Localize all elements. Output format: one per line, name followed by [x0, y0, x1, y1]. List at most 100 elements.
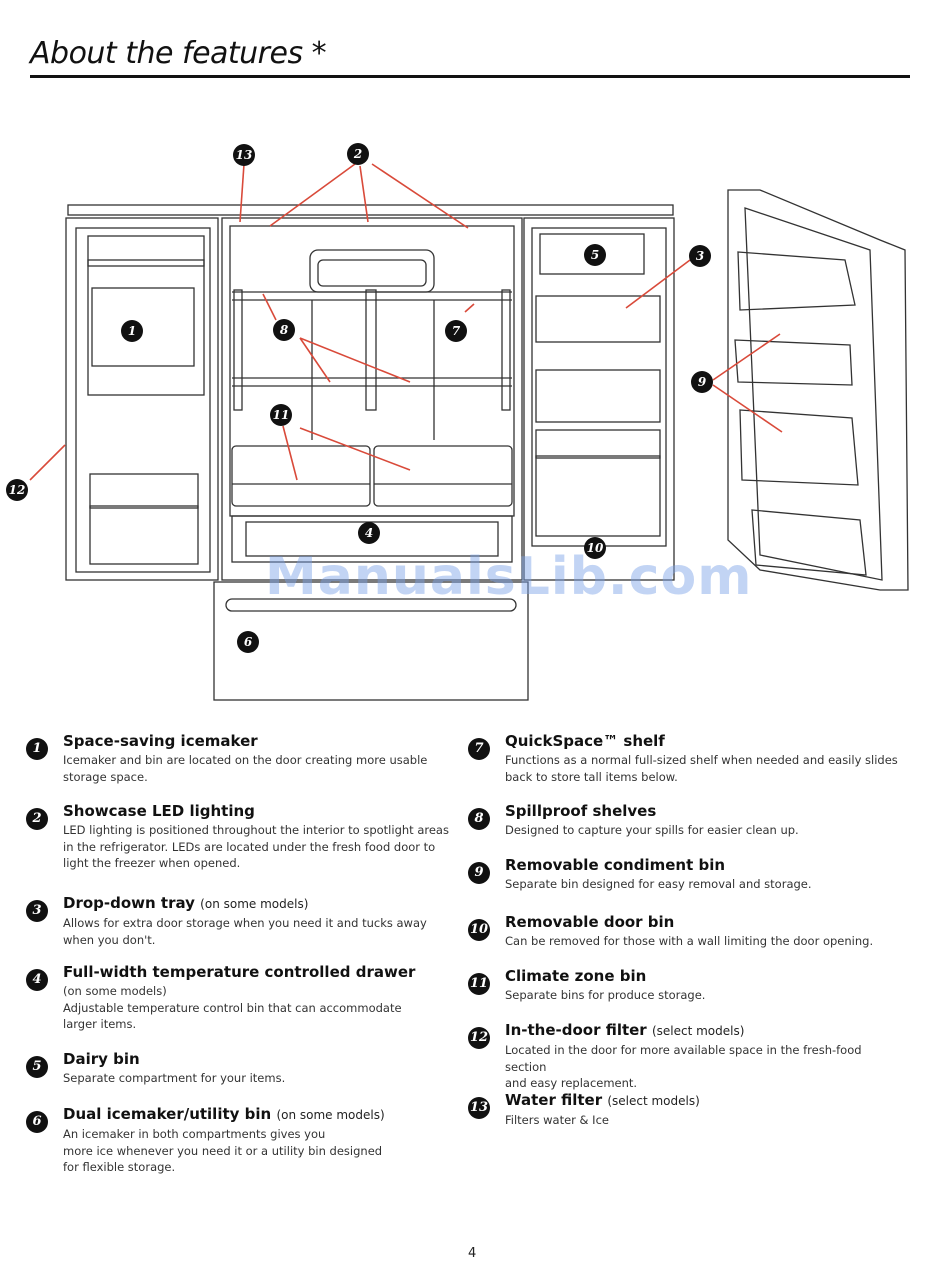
cabinet — [221, 217, 523, 581]
watermark: ManualsLib.com — [265, 547, 753, 607]
left-door-inner — [75, 227, 211, 573]
right-door-bin-lower — [535, 455, 661, 537]
feature-description: Allows for extra door storage when you n… — [63, 916, 427, 947]
icemaker-bin-outline — [87, 259, 205, 396]
feature-number-badge: 4 — [26, 969, 48, 991]
callout-11: 11 — [270, 404, 292, 426]
svg-text:10: 10 — [587, 541, 604, 555]
full-width-drawer — [231, 515, 513, 563]
cabinet-top — [67, 204, 674, 216]
callout-6: 6 — [237, 631, 259, 653]
feature-title: Dual icemaker/utility bin — [63, 1105, 272, 1123]
callout-10: 10 — [584, 537, 606, 559]
right-door-inner — [531, 227, 667, 547]
feature-title: Removable condiment bin — [505, 856, 726, 874]
left-door-bin-upper — [89, 473, 199, 509]
feature-number-badge: 13 — [468, 1097, 490, 1119]
right-door-bin-middle — [535, 369, 661, 423]
callout-4: 4 — [358, 522, 380, 544]
refrigerator-outline — [65, 189, 909, 701]
refrigerator-diagram: 1 2 3 4 5 6 7 8 9 10 11 12 13 — [6, 143, 909, 701]
page-title: About the features * — [30, 36, 327, 71]
left-door — [65, 217, 219, 581]
feature-description: An icemaker in both compartments gives y… — [63, 1127, 383, 1174]
condiment-bin-upper — [734, 339, 853, 386]
svg-text:1: 1 — [128, 324, 136, 338]
dairy-bin — [539, 233, 645, 275]
crisper-right — [373, 445, 513, 507]
feature-description: Icemaker and bin are located on the door… — [63, 753, 428, 784]
feature-description: Separate bin designed for easy removal a… — [505, 877, 812, 891]
condiment-bin — [739, 409, 859, 486]
feature-description: Located in the door for more available s… — [505, 1043, 862, 1090]
page-number: 4 — [468, 1246, 477, 1261]
feature-title: Full-width temperature controlled drawer — [63, 963, 416, 981]
feature-description: Filters water & Ice — [505, 1113, 609, 1127]
feature-number-badge: 11 — [468, 973, 490, 995]
svg-text:7: 7 — [452, 324, 461, 338]
svg-text:6: 6 — [244, 635, 253, 649]
feature-note: (select models) — [607, 1094, 700, 1108]
leader-lines — [29, 163, 783, 481]
svg-text:13: 13 — [236, 148, 253, 162]
feature-number-badge: 1 — [26, 738, 48, 760]
callout-7: 7 — [445, 320, 467, 342]
feature-number-badge: 5 — [26, 1056, 48, 1078]
callout-5: 5 — [584, 244, 606, 266]
svg-text:9: 9 — [698, 375, 707, 389]
feature-number-badge: 9 — [468, 862, 490, 884]
icemaker-top — [87, 235, 205, 267]
icemaker-bin — [91, 287, 195, 367]
open-door-outline — [727, 189, 909, 591]
callout-8: 8 — [273, 319, 295, 341]
feature-description: Designed to capture your spills for easi… — [505, 823, 799, 837]
feature-number-badge: 7 — [468, 738, 490, 760]
door-bin-bottom — [751, 509, 867, 576]
left-door-bin-lower — [89, 505, 199, 565]
feature-description: (on some models) Adjustable temperature … — [63, 984, 402, 1031]
feature-title: Showcase LED lighting — [63, 802, 255, 820]
feature-title: Dairy bin — [63, 1050, 140, 1068]
feature-note: (select models) — [651, 1024, 745, 1038]
callout-13: 13 — [233, 144, 255, 166]
callout-2: 2 — [347, 143, 369, 165]
svg-text:12: 12 — [9, 483, 26, 497]
callout-badges: 1 2 3 4 5 6 7 8 9 10 11 12 13 — [6, 143, 713, 653]
feature-title: Drop-down tray — [63, 894, 195, 912]
door-bin-top — [737, 251, 856, 311]
feature-description: Separate compartment for your items. — [63, 1071, 286, 1085]
crisper-left — [231, 445, 371, 507]
feature-title: In-the-door filter — [505, 1021, 647, 1039]
freezer-handle — [225, 598, 517, 612]
feature-note: (on some models) — [276, 1108, 385, 1122]
feature-title: Climate zone bin — [505, 967, 647, 985]
feature-number-badge: 2 — [26, 808, 48, 830]
feature-note: (on some models) — [200, 897, 309, 911]
svg-text:3: 3 — [696, 249, 704, 263]
feature-title: Spillproof shelves — [505, 802, 657, 820]
callout-3: 3 — [689, 245, 711, 267]
svg-text:8: 8 — [280, 323, 289, 337]
feature-number-badge: 3 — [26, 900, 48, 922]
feature-title: QuickSpace™ shelf — [505, 732, 665, 750]
svg-text:11: 11 — [273, 408, 290, 422]
callout-1: 1 — [121, 320, 143, 342]
svg-text:4: 4 — [365, 526, 373, 540]
feature-description: Separate bins for produce storage. — [505, 988, 706, 1002]
feature-number-badge: 8 — [468, 808, 490, 830]
svg-text:2: 2 — [353, 147, 362, 161]
freezer-drawer — [213, 581, 529, 701]
feature-number-badge: 12 — [468, 1027, 490, 1049]
right-door — [523, 217, 675, 581]
drop-down-tray — [535, 295, 661, 343]
feature-number-badge: 10 — [468, 919, 490, 941]
feature-description: Can be removed for those with a wall lim… — [505, 934, 874, 948]
feature-title: Water filter — [505, 1091, 603, 1109]
title-underline — [30, 75, 910, 78]
feature-description: Functions as a normal full-sized shelf w… — [505, 753, 898, 784]
feature-number-badge: 6 — [26, 1111, 48, 1133]
feature-description: LED lighting is positioned throughout th… — [63, 823, 449, 870]
svg-text:5: 5 — [591, 248, 599, 262]
feature-title: Removable door bin — [505, 913, 675, 931]
callout-12: 12 — [6, 479, 28, 501]
